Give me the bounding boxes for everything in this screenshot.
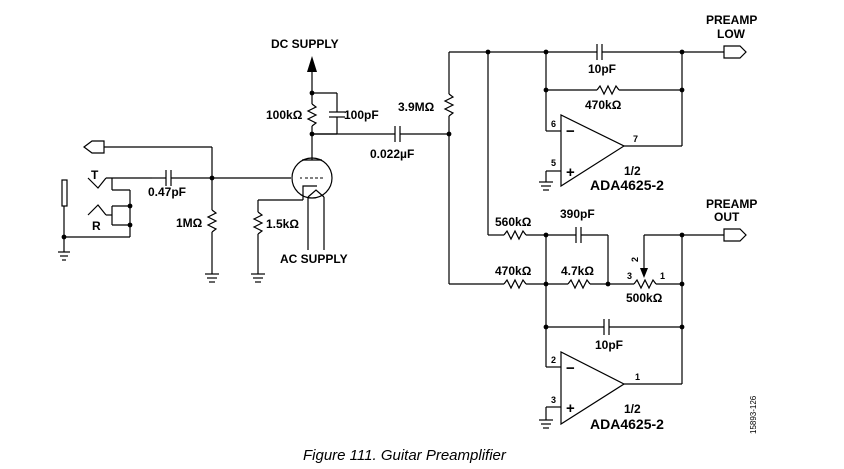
tone-capacitor: [575, 227, 609, 284]
opamp-1-pin-noninv: 5: [551, 158, 556, 168]
jack-tip-label: T: [91, 168, 99, 182]
opamp-1-pin-out: 7: [633, 134, 638, 144]
opamp-1-plus: +: [566, 164, 575, 181]
opamp-1-triangle: [539, 114, 682, 191]
input-resistor-label: 1MΩ: [176, 216, 203, 230]
junction-dot: [543, 324, 549, 330]
opamp-1-pin-inv: 6: [551, 119, 556, 129]
junction-dot: [679, 87, 685, 93]
opamp-1-part: ADA4625-2: [590, 177, 664, 193]
preamp-low-label-1: PREAMP: [706, 13, 757, 27]
tone-resistor: [567, 278, 634, 290]
preamp-out-label-2: OUT: [714, 210, 740, 224]
opamp-2-pin-inv: 2: [551, 355, 556, 365]
preamp-low-port-arrow: [723, 45, 747, 59]
guitar-jack-icon: [58, 177, 152, 261]
junction-dot: [679, 324, 685, 330]
opamp-2-half: 1/2: [624, 402, 641, 416]
jack-ring-label: R: [92, 219, 101, 233]
input-resistor-560k: [487, 52, 576, 241]
opamp-2-pin-noninv: 3: [551, 395, 556, 405]
preamp-low-label-2: LOW: [717, 27, 746, 41]
plate-resistor: [306, 93, 318, 134]
pot-pin-1: 1: [660, 271, 665, 281]
opamp-1-half: 1/2: [624, 164, 641, 178]
dc-supply-label: DC SUPPLY: [271, 37, 339, 51]
dc-supply-arrow: [307, 56, 317, 93]
opamp-2-part: ADA4625-2: [590, 416, 664, 432]
opamp-2-pin-out: 1: [635, 372, 640, 382]
bias-resistor: [443, 52, 455, 284]
figure-caption: Figure 111. Guitar Preamplifier: [303, 447, 507, 464]
coupling-capacitor: [312, 126, 449, 142]
feedback-capacitor-1-label: 10pF: [588, 62, 616, 76]
plate-capacitor-label: 100pF: [344, 108, 379, 122]
vacuum-tube-icon: [258, 134, 333, 201]
opamp-2-plus: +: [566, 400, 575, 417]
bias-resistor-label: 3.9MΩ: [398, 100, 435, 114]
input-port-arrow: [83, 140, 212, 154]
tone-resistor-label: 4.7kΩ: [561, 264, 594, 278]
input-resistor: [205, 178, 219, 283]
plate-capacitor: [312, 93, 345, 135]
feedback-capacitor-2-label: 10pF: [595, 338, 623, 352]
junction-dot: [127, 222, 133, 228]
ac-supply-wires: [307, 197, 325, 250]
document-id: 15893-126: [749, 395, 758, 434]
cathode-resistor-label: 1.5kΩ: [266, 217, 299, 231]
cap-gap: [597, 46, 602, 58]
input-resistor-470k: [449, 278, 568, 290]
coupling-capacitor-label: 0.022µF: [370, 147, 414, 161]
pot-pin-3: 3: [627, 271, 632, 281]
potentiometer: [633, 234, 724, 290]
junction-dot: [127, 203, 133, 209]
junction-dot: [61, 234, 67, 240]
plate-resistor-label: 100kΩ: [266, 108, 303, 122]
input-capacitor-label: 0.47pF: [148, 185, 186, 199]
input-resistor-560k-label: 560kΩ: [495, 215, 532, 229]
preamp-out-port-arrow: [723, 228, 747, 242]
input-resistor-470k-label: 470kΩ: [495, 264, 532, 278]
junction-dot: [543, 87, 549, 93]
opamp-2-minus: −: [566, 360, 575, 377]
opamp-1-minus: −: [566, 123, 575, 140]
cathode-resistor: [251, 200, 265, 283]
potentiometer-label: 500kΩ: [626, 291, 663, 305]
input-capacitor: [152, 170, 291, 186]
tone-capacitor-label: 390pF: [560, 207, 595, 221]
feedback-resistor-1-label: 470kΩ: [585, 98, 622, 112]
ac-supply-label: AC SUPPLY: [280, 252, 348, 266]
opamp-2-triangle: [539, 351, 682, 429]
pot-pin-2: 2: [630, 257, 640, 262]
preamp-out-label-1: PREAMP: [706, 197, 757, 211]
